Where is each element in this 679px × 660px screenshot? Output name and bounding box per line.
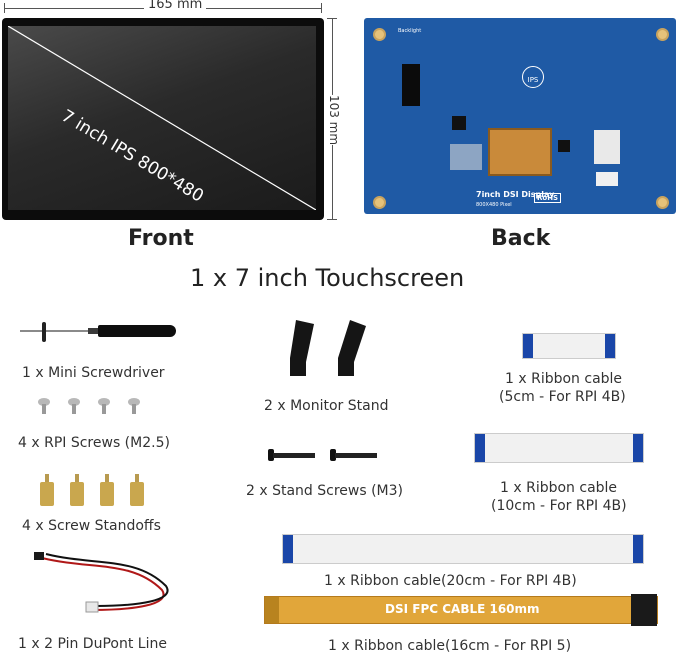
ribbon-16cm-fpc-image: DSI FPC CABLE 160mm bbox=[264, 594, 658, 626]
monitor-stand-image bbox=[290, 320, 366, 376]
front-height-dimension: 103 mm bbox=[326, 18, 356, 220]
chip-1 bbox=[452, 116, 466, 130]
connector-small bbox=[596, 172, 618, 186]
front-display: 7 inch IPS 800*480 bbox=[2, 18, 324, 220]
diagonal-line bbox=[8, 26, 316, 210]
rpi-screws-label: 4 x RPI Screws (M2.5) bbox=[18, 435, 170, 451]
ribbon-10cm-label-1: 1 x Ribbon cable bbox=[500, 480, 618, 496]
switch-component bbox=[402, 64, 420, 106]
standoffs-label: 4 x Screw Standoffs bbox=[22, 518, 161, 534]
back-display-board: Backlight IPS 7inch DSI Display 800X480 … bbox=[364, 18, 676, 214]
rohs-mark: RoHS bbox=[534, 193, 562, 203]
connector-right bbox=[594, 130, 620, 164]
ribbon-16cm-label: 1 x Ribbon cable(16cm - For RPI 5) bbox=[328, 638, 572, 654]
monitor-stand-label: 2 x Monitor Stand bbox=[264, 398, 389, 414]
ribbon-5cm-label-2: (5cm - For RPI 4B) bbox=[499, 389, 626, 405]
board-subtitle: 800X480 Pixel bbox=[476, 202, 512, 208]
front-caption: Front bbox=[128, 226, 194, 251]
ribbon-10cm-image bbox=[474, 433, 644, 463]
front-width-dimension: 165 mm bbox=[4, 0, 322, 14]
stand-screws-label: 2 x Stand Screws (M3) bbox=[246, 483, 404, 499]
components-cluster bbox=[450, 144, 482, 170]
backlight-label: Backlight bbox=[398, 28, 422, 34]
ribbon-5cm-label-1: 1 x Ribbon cable bbox=[505, 371, 623, 387]
ribbon-20cm-label: 1 x Ribbon cable(20cm - For RPI 4B) bbox=[324, 573, 577, 589]
ribbon-10cm-label-2: (10cm - For RPI 4B) bbox=[491, 498, 627, 514]
main-title: 1 x 7 inch Touchscreen bbox=[190, 264, 465, 292]
front-width-label: 165 mm bbox=[144, 0, 207, 12]
fpc-print: DSI FPC CABLE 160mm bbox=[385, 602, 540, 616]
mount-hole-bl bbox=[373, 196, 386, 209]
front-height-label: 103 mm bbox=[327, 94, 342, 146]
standoffs-image bbox=[40, 474, 150, 508]
ips-badge: IPS bbox=[522, 66, 544, 88]
front-screen: 7 inch IPS 800*480 bbox=[8, 26, 316, 210]
back-caption: Back bbox=[491, 226, 551, 251]
mount-hole-tr bbox=[656, 28, 669, 41]
rpi-screws-image bbox=[38, 398, 148, 418]
mount-hole-tl bbox=[373, 28, 386, 41]
dupont-label: 1 x 2 Pin DuPont Line bbox=[18, 636, 167, 652]
chip-2 bbox=[558, 140, 570, 152]
mount-hole-br bbox=[656, 196, 669, 209]
fpc-connector-board bbox=[488, 128, 552, 176]
board-title: 7inch DSI Display bbox=[476, 190, 555, 199]
ribbon-20cm-image bbox=[282, 534, 644, 564]
ribbon-5cm-image bbox=[522, 333, 616, 359]
dupont-line-image bbox=[34, 552, 169, 613]
screwdriver-image bbox=[20, 322, 180, 342]
stand-screws-image bbox=[268, 447, 380, 463]
screwdriver-label: 1 x Mini Screwdriver bbox=[22, 365, 165, 381]
